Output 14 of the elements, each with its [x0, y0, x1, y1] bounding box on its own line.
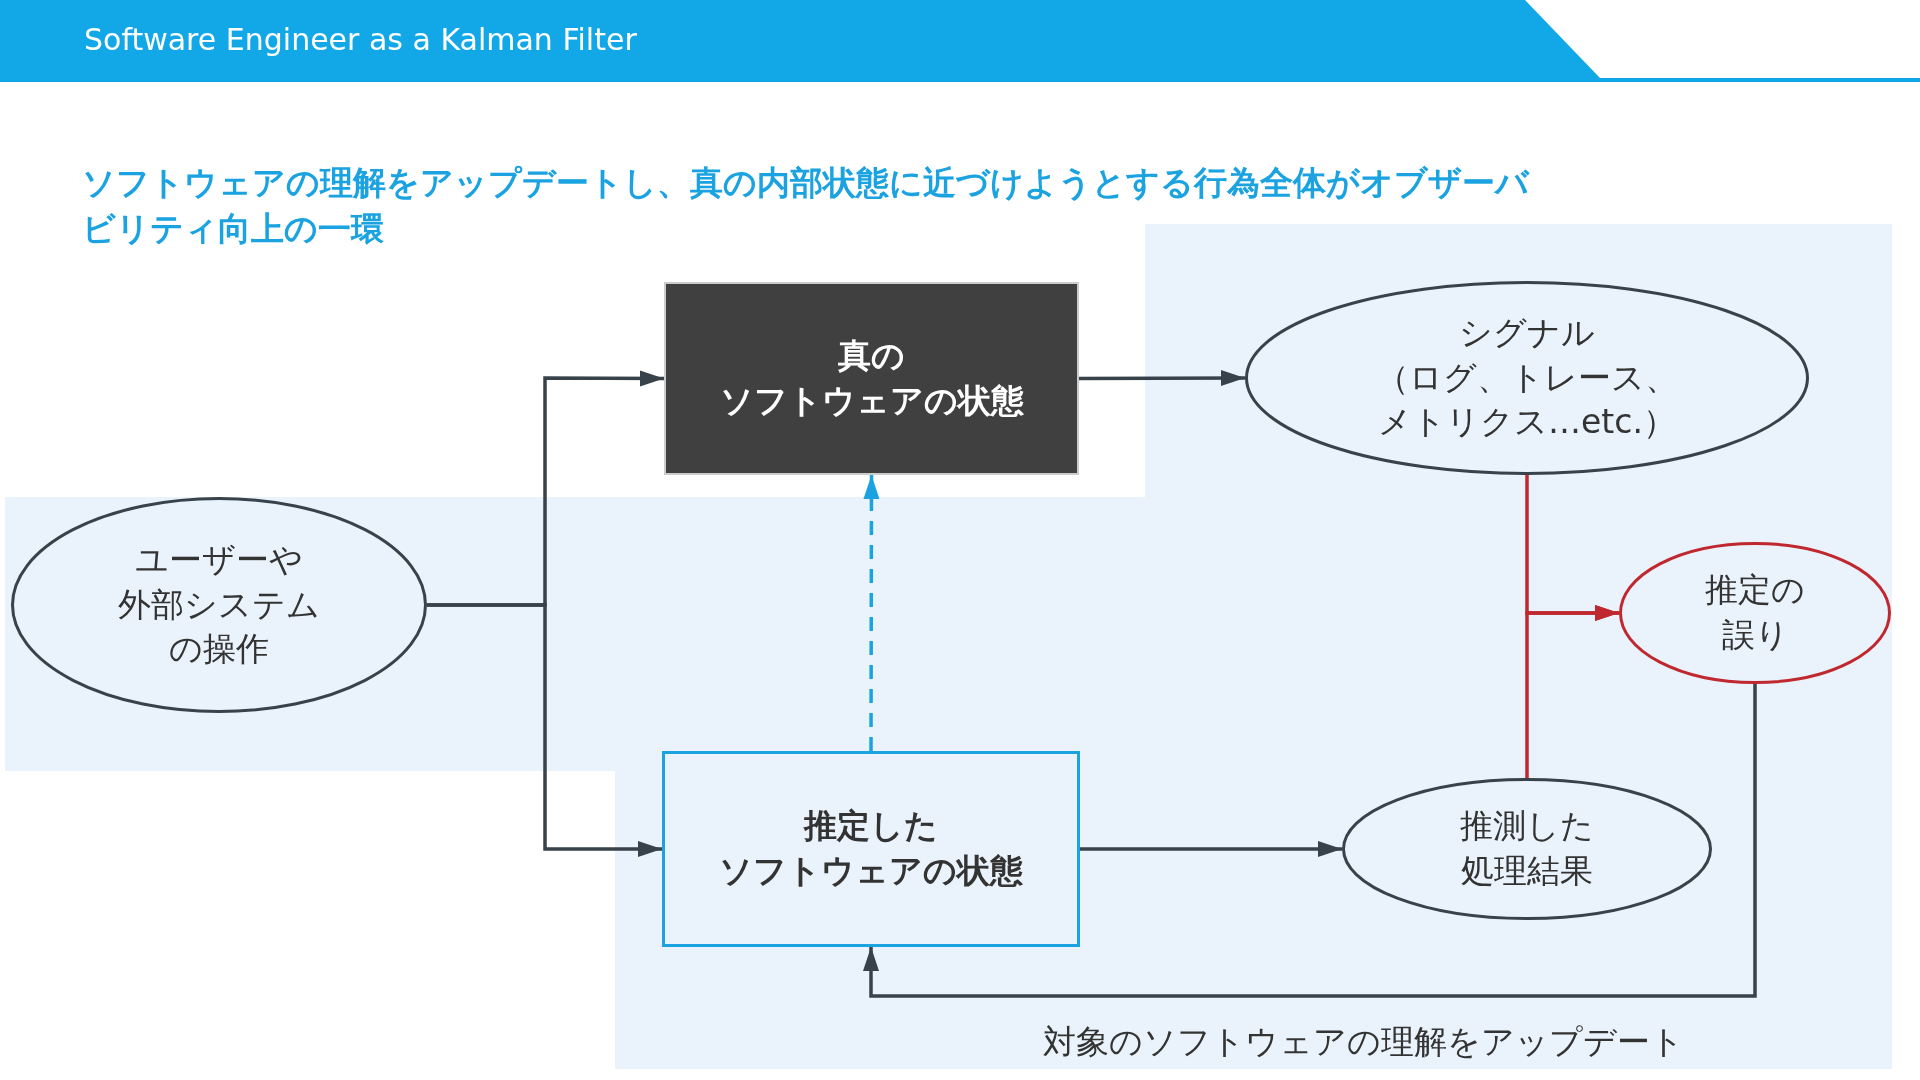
node-label: シグナル（ログ、トレース、メトリクス…etc.） — [1376, 312, 1678, 444]
arrow — [427, 603, 662, 857]
arrow — [1079, 370, 1245, 387]
arrow — [1525, 605, 1619, 778]
node-label: 推定の誤り — [1705, 569, 1805, 656]
node-label: 推測した処理結果 — [1460, 805, 1594, 892]
heading-text: ソフトウェアの理解をアップデートし、真の内部状態に近づけようとする行為全体がオブザーバビリティ向上の一環 — [82, 162, 1531, 250]
header-title: Software Engineer as a Kalman Filter — [84, 22, 637, 57]
arrow — [863, 684, 1757, 998]
node-label: 真のソフトウェアの状態 — [719, 334, 1024, 422]
arrow — [863, 475, 880, 751]
node-label: 推定したソフトウェアの状態 — [719, 805, 1023, 892]
node-label: ユーザーや外部システムの操作 — [118, 539, 320, 671]
arrow — [1080, 841, 1342, 857]
